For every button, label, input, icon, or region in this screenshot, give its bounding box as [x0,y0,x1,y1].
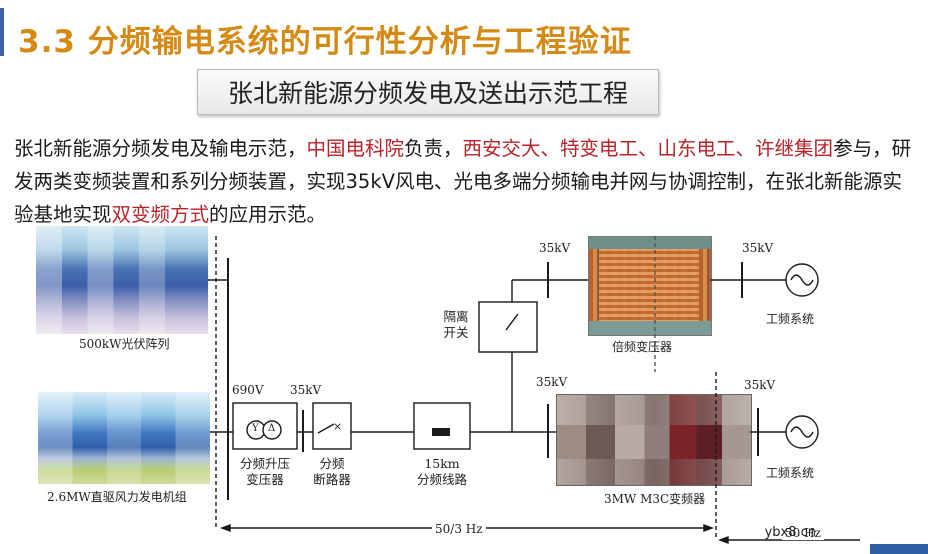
sine-icon-top [790,274,814,286]
corner-logo [870,544,928,554]
freq-arrowhead-left-a [220,523,231,533]
transformer-label: 分频升压 变压器 [239,456,290,487]
x-symbol: × [333,420,343,433]
voltage-35kv-label-a: 35kV [290,383,322,397]
subtitle-box: 张北新能源分频发电及送出示范工程 [197,69,659,115]
breaker-label: 分频 断路器 [313,456,351,487]
m3c-converter-photo [556,394,752,486]
freq-arrowhead-right [718,535,729,545]
delta-symbol: Δ [268,423,276,434]
multiplier-transformer-photo [588,236,712,336]
voltage-35kv-label-b: 35kV [539,241,571,255]
grid-system-label-bottom: 工频系统 [766,466,815,480]
pv-array-label: 500kW光伏阵列 [79,337,170,351]
description-paragraph: 张北新能源分频发电及输电示范，中国电科院负责，西安交大、特变电工、山东电工、许继… [14,132,914,231]
paragraph-text: 的应用示范。 [209,203,327,226]
transformer-winding-delta [262,420,282,440]
page-title: 3.3 分频输电系统的可行性分析与工程验证 [18,24,632,60]
frequency-label-left: 50/3 Hz [432,522,486,536]
paragraph-text: 负责， [404,137,463,160]
m3c-converter-label: 3MW M3C变频器 [604,492,706,506]
multiplier-transformer-label: 倍频变压器 [612,340,673,354]
site-watermark: ybx8.cn [764,525,816,540]
highlight-text: 西安交大、特变电工、山东电工、许继集团 [462,137,834,160]
breaker-box [312,402,352,450]
freq-arrowhead-left-b [703,523,714,533]
wind-turbine-label: 2.6MW直驱风力发电机组 [47,490,187,504]
sine-icon-bottom [790,426,814,438]
pv-array-photo [36,226,208,334]
title-accent-bar [0,8,4,56]
breaker-contact [317,423,335,434]
grid-system-label-top: 工频系统 [766,312,815,326]
frequency-label-right: 50 Hz [782,526,824,540]
highlight-text: 双变频方式 [111,203,210,226]
voltage-690v-label: 690V [232,383,264,397]
voltage-35kv-label-e: 35kV [744,378,776,392]
subtitle-text: 张北新能源分频发电及送出示范工程 [227,79,628,108]
voltage-35kv-label-c: 35kV [742,241,774,255]
highlight-text: 中国电科院 [306,137,405,160]
line-label: 15km 分频线路 [416,456,467,487]
line-symbol [432,428,450,436]
isolator-label: 隔离 开关 [443,309,469,340]
paragraph-text: 参与，研发两类变频装置和系列分频装置，实现35kV风电、光电多端分频输电并网与协… [14,137,912,226]
paragraph-text: 张北新能源分频发电及输电示范， [14,137,307,160]
line-box [413,402,471,450]
y-symbol: Y [252,423,259,434]
isolator-contact [505,313,519,331]
voltage-35kv-label-d: 35kV [536,375,568,389]
wind-turbine-photo [38,392,210,484]
